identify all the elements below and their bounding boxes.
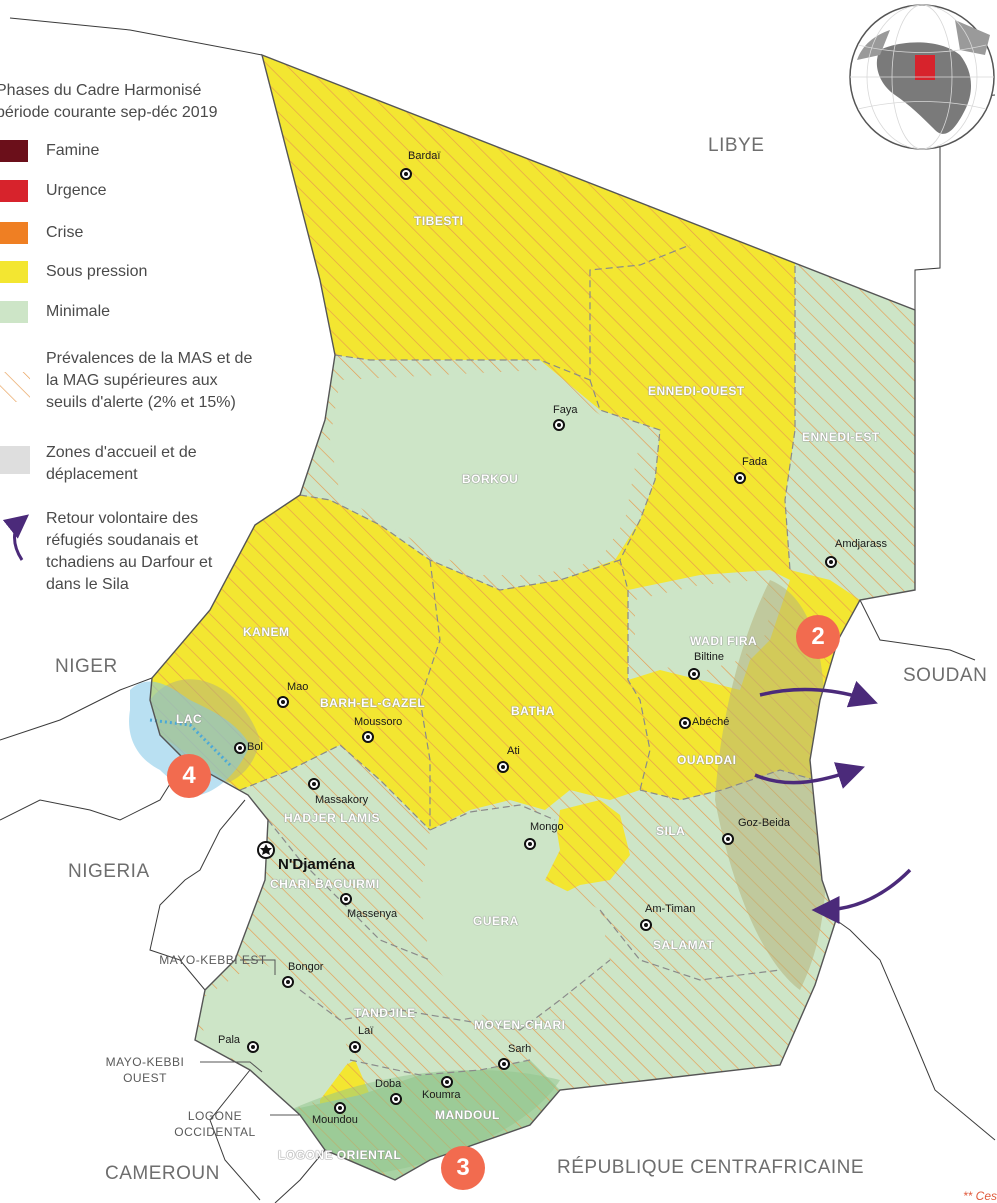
city-sarh: Sarh <box>508 1043 532 1055</box>
city-bongor: Bongor <box>288 961 324 973</box>
region-boundaries <box>239 244 816 1076</box>
region-guera: GUERA <box>473 914 519 928</box>
swatch-sous-pression <box>0 261 28 283</box>
region-barh-el-gazel: BARH-EL-GAZEL <box>320 696 426 710</box>
neighbour-borders <box>0 17 996 1203</box>
region-ennedi-ouest: ENNEDI-OUEST <box>648 384 745 398</box>
region-mandoul: MANDOUL <box>435 1108 500 1122</box>
legend-phase-urgence: Urgence <box>0 180 286 202</box>
chad-border <box>149 53 916 1181</box>
badge-2: 2 <box>796 615 840 659</box>
city-moussoro: Moussoro <box>354 716 403 728</box>
city-mongo: Mongo <box>530 821 564 833</box>
city-faya: Faya <box>553 404 578 416</box>
country-cameroun: CAMEROUN <box>105 1163 220 1184</box>
region-wadi-fira: WADI FIRA <box>690 634 758 648</box>
legend-title-1: Phases du Cadre Harmonisé <box>0 82 202 99</box>
swatch-famine <box>0 140 28 162</box>
city-fada: Fada <box>742 456 768 468</box>
country-nigeria: NIGERIA <box>68 861 150 882</box>
region-sila: SILA <box>656 824 686 838</box>
city-ati: Ati <box>507 745 520 757</box>
country-libye: LIBYE <box>708 135 765 156</box>
badge-3: 3 <box>441 1146 485 1190</box>
city-massenya: Massenya <box>347 908 398 920</box>
city-doba: Doba <box>375 1078 402 1090</box>
region-kanem: KANEM <box>243 625 290 639</box>
region-tibesti: TIBESTI <box>414 214 464 228</box>
city-bol: Bol <box>247 741 263 753</box>
legend-zones-label: Zones d'accueil et de déplacement <box>46 444 197 483</box>
legend-label: Famine <box>46 142 100 159</box>
city-pala: Pala <box>218 1034 241 1046</box>
region-ouaddai: OUADDAI <box>677 753 737 767</box>
city-lai: Laï <box>358 1025 374 1037</box>
legend-label: Minimale <box>46 303 111 320</box>
legend-return: Retour volontaire des réfugiés soudanais… <box>46 508 236 596</box>
south-no-hatch <box>200 960 350 1110</box>
region-mayo-kebbi-ouest: MAYO-KEBBI OUEST <box>105 1055 185 1085</box>
region-chari-baguirmi: CHARI-BAGUIRMI <box>270 877 380 891</box>
city-goz-beida: Goz-Beida <box>738 817 790 829</box>
city-koumra: Koumra <box>422 1089 461 1101</box>
city-bardai: Bardaï <box>408 150 441 162</box>
city-biltine: Biltine <box>694 651 724 663</box>
city-massakory: Massakory <box>315 794 369 806</box>
legend-phase-famine: Famine <box>0 140 286 162</box>
region-mayo-kebbi-est: MAYO-KEBBI EST <box>159 953 267 967</box>
legend-label: Urgence <box>46 182 107 199</box>
region-borkou: BORKOU <box>462 472 519 486</box>
country-soudan: SOUDAN <box>903 665 988 686</box>
region-tandjile: TANDJILE <box>354 1006 416 1020</box>
region-hadjer-lamis: HADJER LAMIS <box>284 811 381 825</box>
swatch-minimale <box>0 301 28 323</box>
legend-phase-minimale: Minimale <box>0 301 286 323</box>
city-ndjamena: N'Djaména <box>278 856 355 873</box>
city-moundou: Moundou <box>312 1114 358 1126</box>
region-lac: LAC <box>176 712 203 726</box>
country-niger: NIGER <box>55 656 118 677</box>
legend: Phases du Cadre Harmonisé période couran… <box>0 80 260 593</box>
region-batha: BATHA <box>511 704 555 718</box>
region-logone-occidental: LOGONE OCCIDENTAL <box>174 1109 256 1139</box>
city-dots <box>238 172 833 1110</box>
swatch-urgence <box>0 180 28 202</box>
city-mao: Mao <box>287 681 309 693</box>
lake-chad <box>129 681 250 795</box>
legend-label: Sous pression <box>46 263 148 280</box>
legend-title-2: période courante sep-déc 2019 <box>0 104 218 121</box>
city-amdjarass: Amdjarass <box>835 538 887 550</box>
return-arrows <box>754 680 912 924</box>
legend-hatch-label: Prévalences de la MAS et de la MAG supér… <box>46 350 253 411</box>
city-am-timan: Am-Timan <box>645 903 696 915</box>
capital-star-icon <box>257 841 275 859</box>
city-abeche: Abéché <box>692 716 730 728</box>
region-ennedi-est: ENNEDI-EST <box>802 430 880 444</box>
legend-zones: Zones d'accueil et de déplacement <box>46 442 246 486</box>
country-rca: RÉPUBLIQUE CENTRAFRICAINE <box>557 1157 865 1178</box>
legend-hatch: Prévalences de la MAS et de la MAG supér… <box>46 348 261 414</box>
footnote: ** Ces <box>962 1189 997 1203</box>
guera-no-hatch <box>420 805 610 1030</box>
swatch-crise <box>0 222 28 244</box>
legend-phase-sous-pression: Sous pression <box>0 261 286 283</box>
legend-label: Crise <box>46 224 84 241</box>
zone-accueil-est <box>715 580 827 990</box>
region-salamat: SALAMAT <box>653 938 715 952</box>
legend-return-label: Retour volontaire des réfugiés soudanais… <box>46 510 213 593</box>
zone-accueil-sud <box>290 1070 560 1175</box>
globe-inset <box>849 4 995 150</box>
badge-4: 4 <box>167 754 211 798</box>
wadi-fira-no-hatch <box>635 580 770 672</box>
legend-phase-crise: Crise <box>0 222 286 244</box>
region-moyen-chari: MOYEN-CHARI <box>474 1018 566 1032</box>
region-logone-oriental: LOGONE ORIENTAL <box>278 1148 402 1162</box>
legend-graphics <box>0 372 30 561</box>
leader-lines <box>200 959 300 1116</box>
